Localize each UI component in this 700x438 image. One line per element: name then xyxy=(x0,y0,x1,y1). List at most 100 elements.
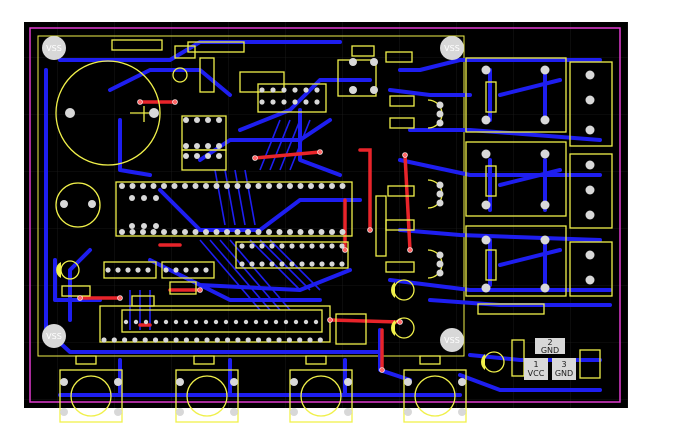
solder-pad xyxy=(119,229,125,235)
solder-pad xyxy=(203,319,209,325)
solder-pad xyxy=(183,337,189,343)
solder-pad xyxy=(266,229,272,235)
solder-pad xyxy=(303,319,309,325)
solder-pad xyxy=(234,183,241,189)
solder-pad xyxy=(270,99,276,105)
solder-pad xyxy=(273,319,279,325)
solder-pad xyxy=(150,183,157,189)
solder-pad xyxy=(297,229,304,235)
solder-pad xyxy=(119,183,125,189)
solder-pad xyxy=(314,87,320,93)
solder-pad xyxy=(150,229,157,235)
connector-pin-number: 3 xyxy=(561,360,566,369)
solder-pad xyxy=(319,243,325,249)
solder-pad xyxy=(204,337,210,343)
solder-pad xyxy=(309,261,315,267)
solder-pad xyxy=(276,337,282,343)
mounting-hole-label: VSS xyxy=(444,336,460,345)
solder-pad xyxy=(205,143,211,149)
mounting-hole-label: VSS xyxy=(46,332,62,341)
solder-pad xyxy=(235,337,241,343)
solder-pad xyxy=(297,183,304,189)
solder-pad xyxy=(245,229,251,235)
solder-pad xyxy=(243,319,249,325)
mounting-hole-icon: VSS xyxy=(42,324,66,348)
solder-pad xyxy=(194,117,200,123)
solder-pad xyxy=(308,183,314,189)
connector-pin-number: 2 xyxy=(547,338,552,347)
solder-pad xyxy=(153,223,159,229)
solder-pad xyxy=(224,229,230,235)
solder-pad xyxy=(286,337,292,343)
solder-pad xyxy=(152,337,159,343)
solder-pad xyxy=(279,261,285,267)
solder-pad xyxy=(299,243,305,249)
solder-pad xyxy=(129,229,136,235)
solder-pad xyxy=(129,183,136,189)
solder-pad xyxy=(194,153,200,159)
vias xyxy=(77,99,413,373)
solder-pad xyxy=(281,87,287,93)
solder-pad xyxy=(329,261,335,267)
solder-pad xyxy=(339,229,346,235)
solder-pad xyxy=(292,87,298,93)
solder-pad xyxy=(253,319,259,325)
relay-3-outline xyxy=(465,225,567,297)
board-outline xyxy=(29,27,621,403)
solder-pad xyxy=(281,99,287,105)
solder-pad xyxy=(223,319,229,325)
solder-pad xyxy=(173,267,179,273)
solder-pad xyxy=(143,319,149,325)
solder-pad xyxy=(213,183,220,189)
solder-pad xyxy=(270,87,276,93)
connector-pin-name: GND xyxy=(541,346,559,355)
solder-pad xyxy=(183,117,189,123)
power-connector: 2 GND 1 VCC 3 GND xyxy=(524,338,576,380)
solder-pad xyxy=(259,87,265,93)
mounting-hole-icon: VSS xyxy=(440,328,464,352)
solder-pad xyxy=(259,261,265,267)
solder-pad xyxy=(233,319,239,325)
solder-pad xyxy=(142,337,148,343)
solder-pad xyxy=(125,267,131,273)
mcu-outline xyxy=(115,181,353,237)
solder-pad xyxy=(307,337,313,343)
solder-pad xyxy=(133,319,139,325)
solder-pad xyxy=(194,337,200,343)
solder-pad xyxy=(123,319,129,325)
solder-pad xyxy=(193,319,199,325)
solder-pad xyxy=(141,223,147,229)
solder-pad xyxy=(216,143,222,149)
solder-pad xyxy=(329,243,335,249)
large-capacitor-outline xyxy=(55,60,161,166)
solder-pad xyxy=(287,183,293,189)
solder-pad xyxy=(308,229,314,235)
solder-pad xyxy=(313,319,319,325)
solder-pad xyxy=(173,337,179,343)
solder-pad xyxy=(293,319,299,325)
solder-pad xyxy=(140,183,146,189)
solder-pad xyxy=(183,153,189,159)
solder-pad xyxy=(239,261,245,267)
solder-pad xyxy=(309,243,315,249)
solder-pad xyxy=(173,319,179,325)
push-button-4-outline xyxy=(403,369,467,423)
solder-pad xyxy=(259,99,265,105)
solder-pad xyxy=(303,87,309,93)
solder-pad xyxy=(339,243,345,249)
push-button-1-outline xyxy=(59,369,123,423)
signal-traces xyxy=(129,119,321,330)
solder-pad xyxy=(132,337,138,343)
relay-pads xyxy=(60,58,595,416)
mounting-hole-label: VSS xyxy=(444,44,460,53)
component-pads xyxy=(101,87,346,343)
mounting-holes: VSS VSS VSS VSS xyxy=(42,36,464,352)
solder-pad xyxy=(239,243,245,249)
solder-pad xyxy=(205,153,211,159)
solder-pad xyxy=(318,183,325,189)
solder-pad xyxy=(255,337,262,343)
mounting-hole-icon: VSS xyxy=(440,36,464,60)
solder-pad xyxy=(234,229,241,235)
solder-pad xyxy=(276,229,283,235)
connector-pin-name: GND xyxy=(555,369,573,378)
